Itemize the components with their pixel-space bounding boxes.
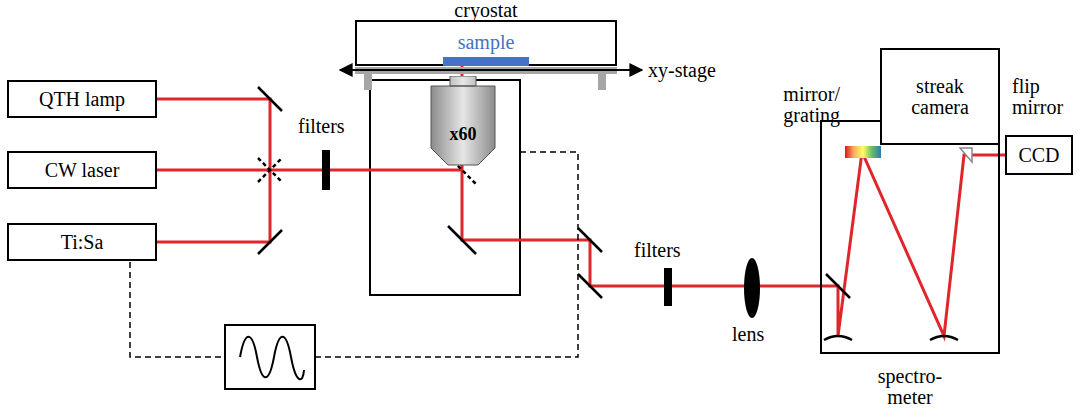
concave-mirror [930, 336, 958, 340]
mirror [578, 228, 602, 252]
grating [845, 146, 881, 158]
flip-mirror [960, 148, 972, 162]
sample-piece [443, 57, 529, 66]
stage-leg [598, 74, 606, 90]
objective-lens: x60 [428, 76, 498, 166]
beam [462, 152, 1006, 336]
beam [157, 66, 462, 170]
node-label: QTH lamp [39, 89, 125, 110]
sine-wave [240, 337, 304, 380]
objective-shape [428, 76, 498, 166]
flip-mirror-label: flip mirror [1012, 76, 1076, 118]
mirror [258, 230, 282, 254]
node-label: spectro- meter [868, 366, 952, 408]
mirrors [258, 87, 958, 340]
mirror [258, 87, 282, 111]
spectrometer-box: spectro- meter [820, 120, 1000, 412]
light-source-box: Ti:Sa [7, 223, 157, 261]
mirror [448, 226, 476, 254]
node-label: x60 [450, 125, 477, 144]
node-label: streak camera [905, 76, 975, 118]
node-label: Ti:Sa [61, 232, 104, 253]
sample-block: sample [443, 32, 529, 66]
filter [322, 150, 330, 190]
node-label: cryostat [355, 0, 617, 21]
ccd-box: CCD [1005, 135, 1073, 175]
filter [664, 268, 672, 306]
mirror [578, 274, 602, 298]
streak-camera-box: streak camera [880, 48, 1000, 145]
node-label: CW laser [45, 160, 120, 181]
light-source-box: QTH lamp [7, 80, 157, 118]
stage-leg [364, 74, 372, 90]
lens [744, 258, 760, 318]
node-label: sample [443, 32, 529, 53]
function-generator [225, 325, 315, 389]
node-label: CCD [1018, 145, 1059, 166]
filter-label: filters [634, 240, 704, 261]
flip-mirror [258, 158, 282, 182]
objective-body [431, 76, 495, 165]
stage-label: xy-stage [648, 60, 728, 81]
mirror [826, 274, 850, 298]
light-beams [157, 66, 1006, 336]
trigger-line [130, 152, 578, 357]
spectrometer-frame [820, 120, 1000, 354]
concave-mirror [824, 336, 852, 340]
stage-arrow [340, 69, 642, 71]
flip-mirror [258, 158, 282, 182]
grating-label: mirror/ grating [770, 84, 840, 126]
light-source-box: CW laser [7, 151, 157, 189]
cryostat-box: cryostat sample [355, 0, 617, 66]
filter-label: filters [298, 116, 368, 137]
lens-label: lens [732, 324, 782, 345]
